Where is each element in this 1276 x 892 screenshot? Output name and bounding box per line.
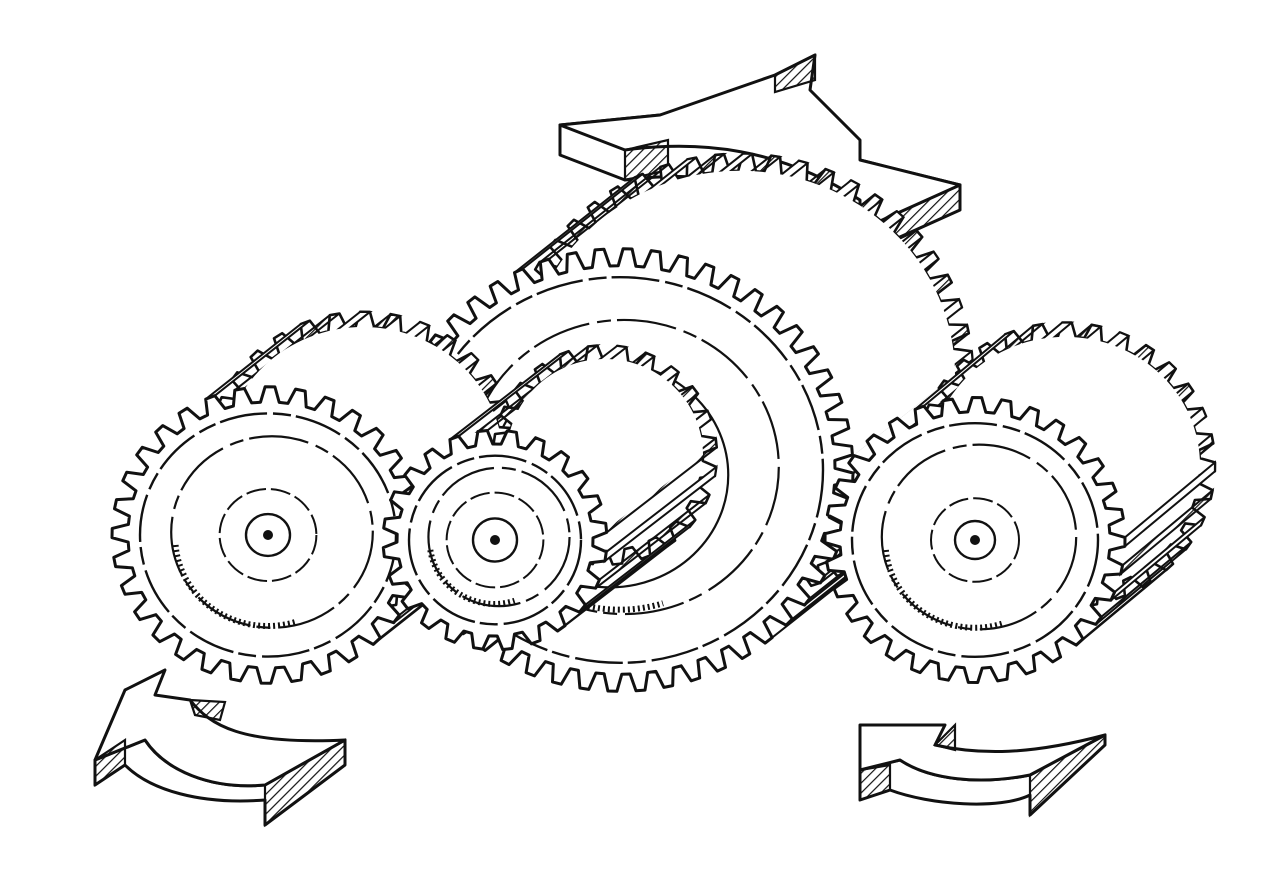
bottom-right-arrow xyxy=(858,722,1107,818)
front-middle-gear xyxy=(381,344,718,651)
right-gear xyxy=(823,321,1217,684)
bottom-left-arrow xyxy=(93,668,347,828)
